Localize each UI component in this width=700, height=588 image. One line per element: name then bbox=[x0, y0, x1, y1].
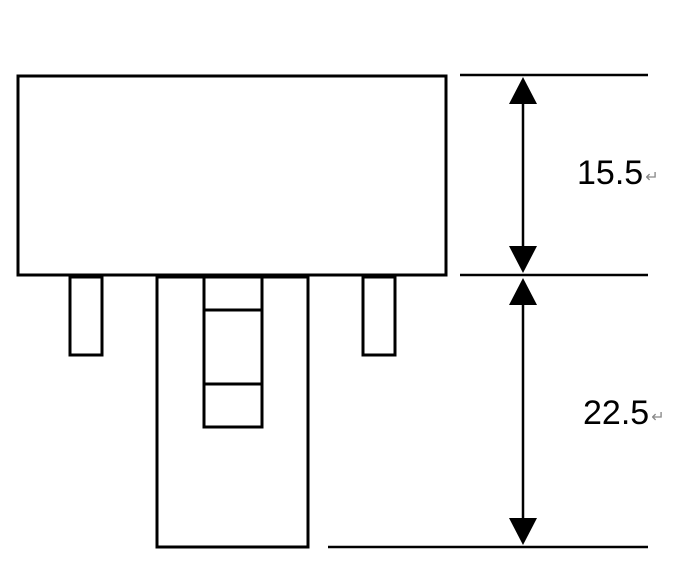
arrowhead-upper-top bbox=[509, 77, 537, 104]
right-pin bbox=[361, 275, 397, 357]
plug-body bbox=[16, 74, 448, 277]
left-pin bbox=[68, 275, 104, 357]
return-mark-icon: ↵ bbox=[645, 169, 659, 186]
dimension-value-lower: 22.5 bbox=[583, 394, 650, 432]
arrowhead-upper-bottom bbox=[509, 246, 537, 273]
dimension-value-upper: 15.5 bbox=[577, 154, 644, 192]
dimension-label-lower: 22.5↵ bbox=[583, 396, 665, 430]
return-mark-icon: ↵ bbox=[651, 409, 665, 426]
arrowhead-lower-top bbox=[509, 278, 537, 305]
center-insert-inner bbox=[202, 308, 264, 386]
center-insert-outer bbox=[202, 275, 264, 429]
center-pin bbox=[155, 275, 310, 549]
arrowhead-lower-bottom bbox=[509, 518, 537, 545]
dimension-label-upper: 15.5↵ bbox=[577, 156, 659, 190]
